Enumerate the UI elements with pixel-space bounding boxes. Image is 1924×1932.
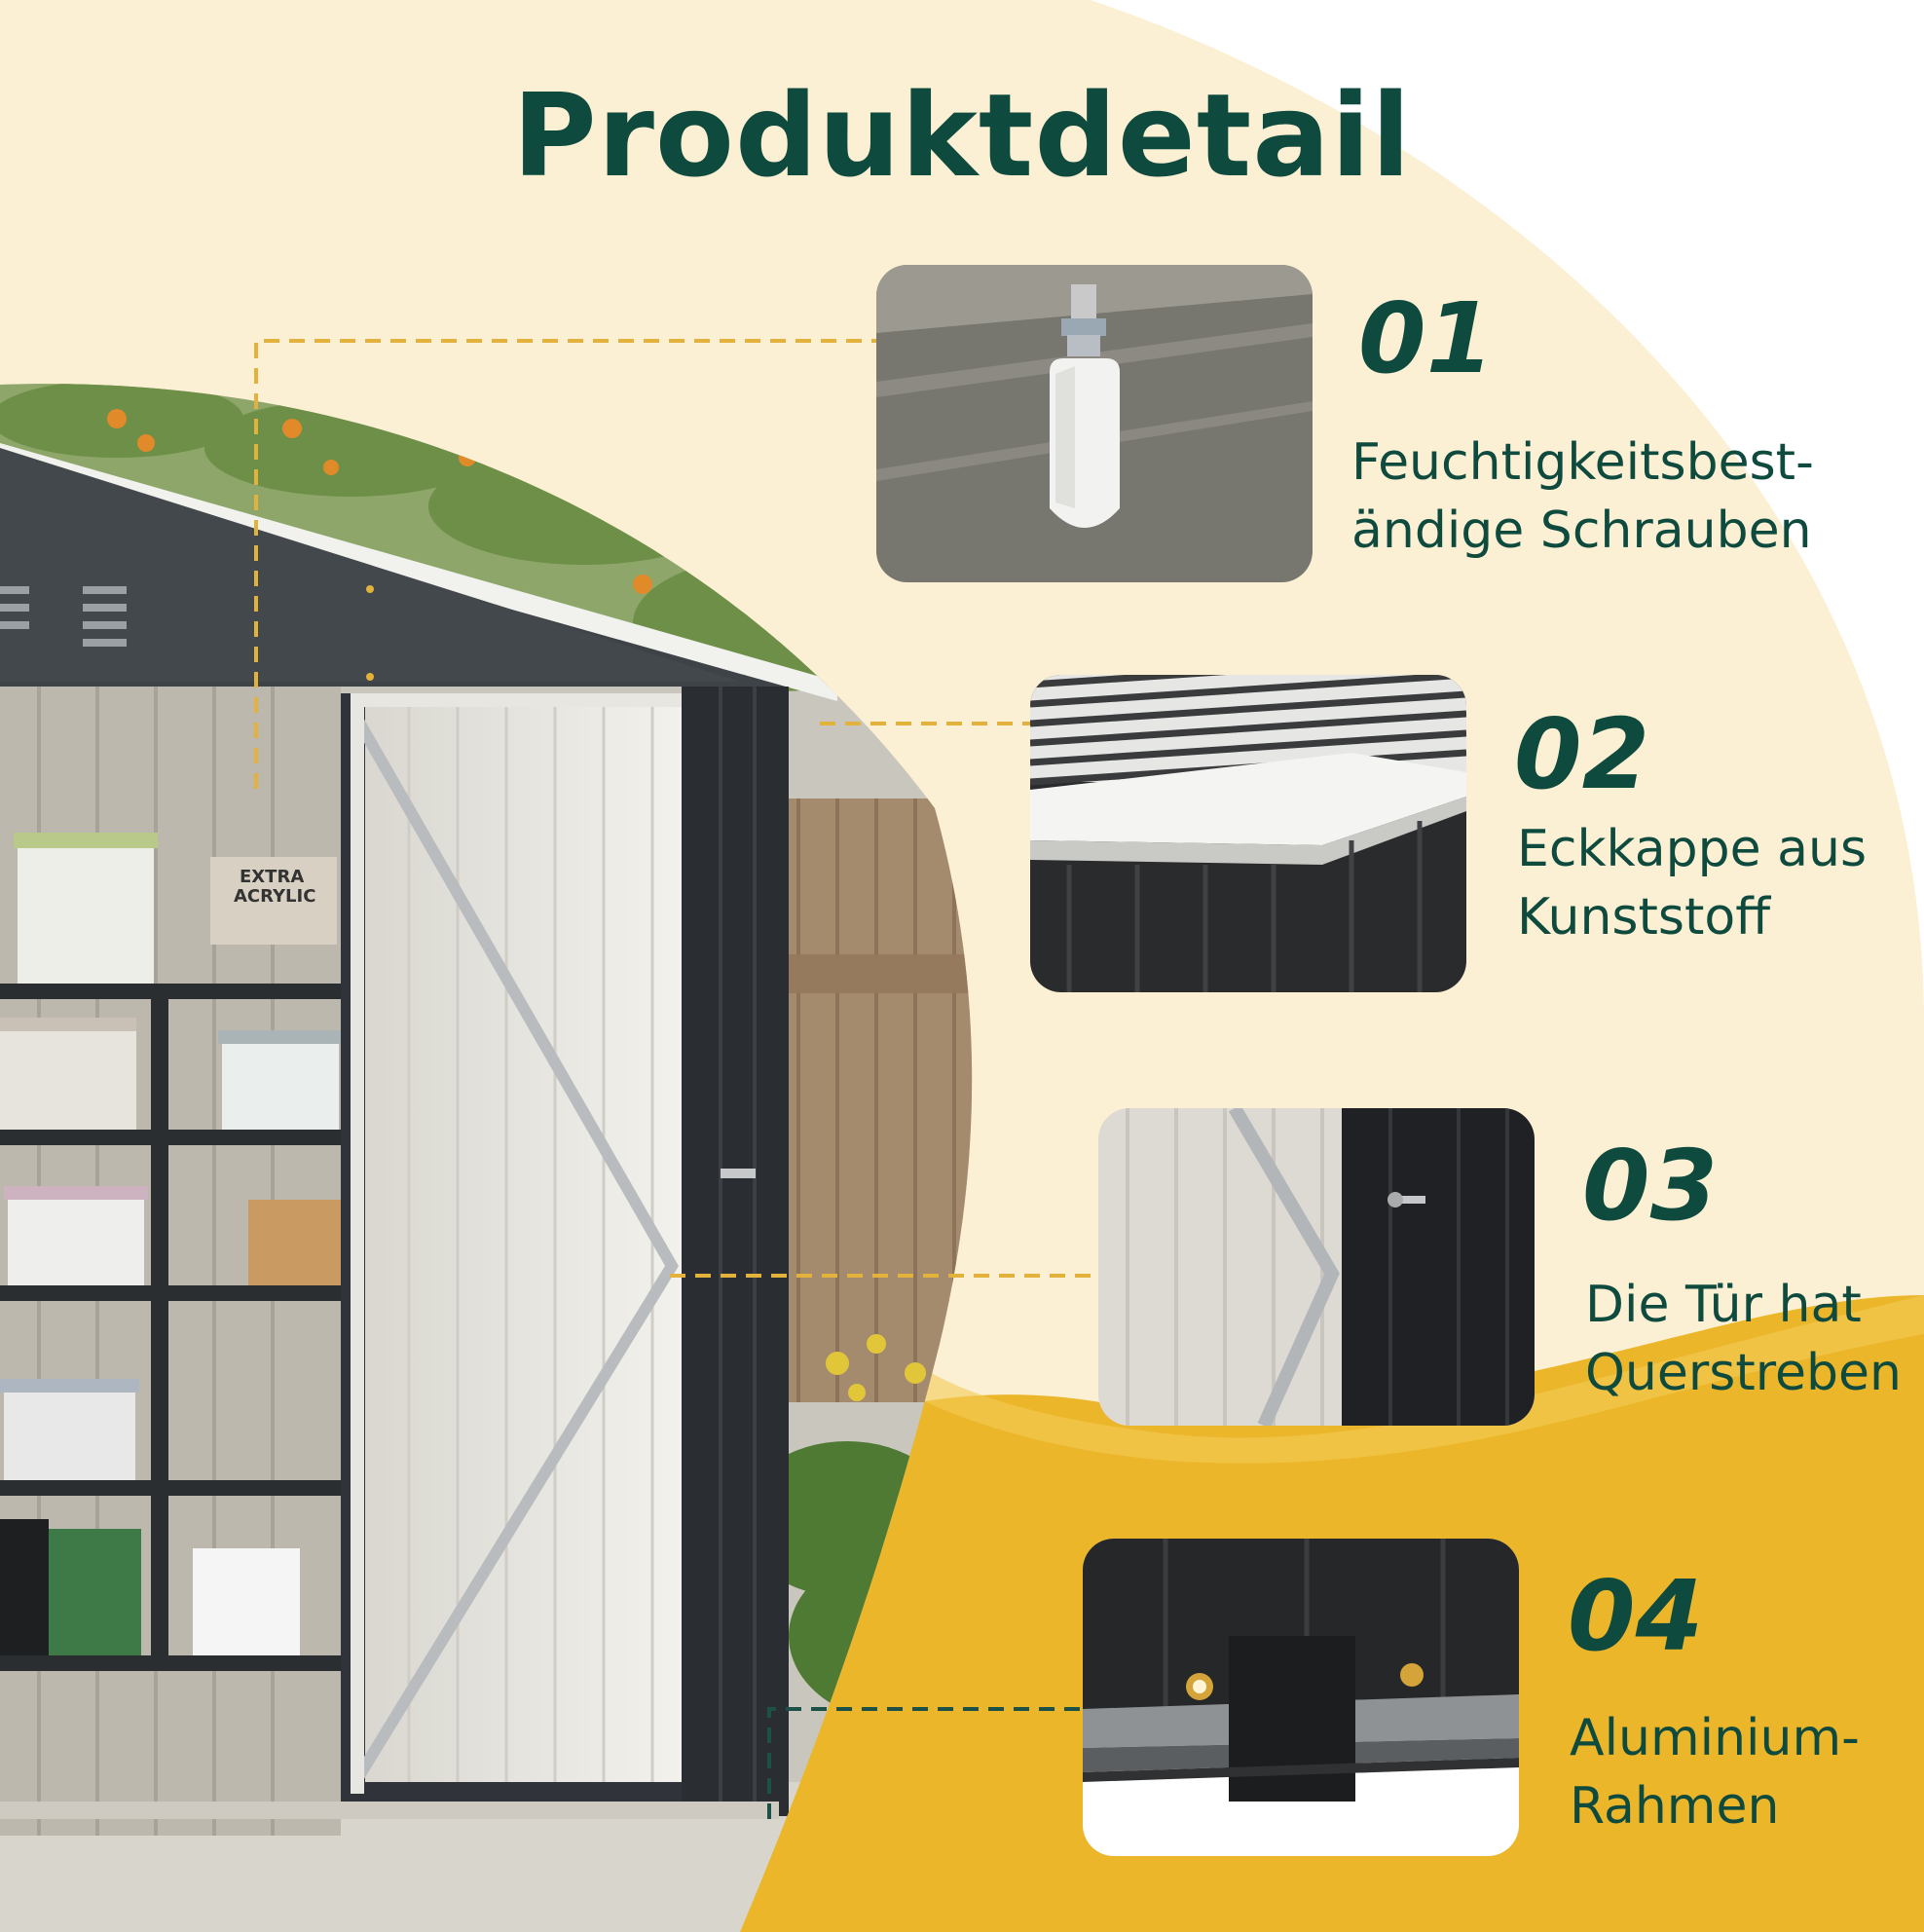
feature-description-03: Die Tür hat Querstreben [1585,1276,1902,1402]
feature-number-03: 03 [1582,1129,1719,1243]
feature-description-01: Feuchtigkeitsbest- ändige Schrauben [1351,433,1814,560]
feature-number-01: 01 [1358,281,1495,395]
door-strut-closeup-image [1098,1108,1535,1426]
corner-cap-closeup-image [1030,675,1466,992]
acrylic-box-label: EXTRA ACRYLIC [234,867,315,907]
feature-number-04: 04 [1568,1559,1704,1673]
svg-text:EXTRA: EXTRA [240,867,304,887]
leader-line-04 [767,1707,1083,1819]
screw-closeup-image [876,265,1313,582]
page-title: Produktdetail [512,68,1412,203]
feature-description-04: Aluminium- Rahmen [1570,1709,1860,1836]
aluminium-frame-closeup-image [1083,1539,1519,1856]
feature-description-02: Eckkappe aus Kunststoff [1517,820,1868,947]
feature-number-02: 02 [1514,697,1650,811]
svg-text:ACRYLIC: ACRYLIC [234,886,315,907]
